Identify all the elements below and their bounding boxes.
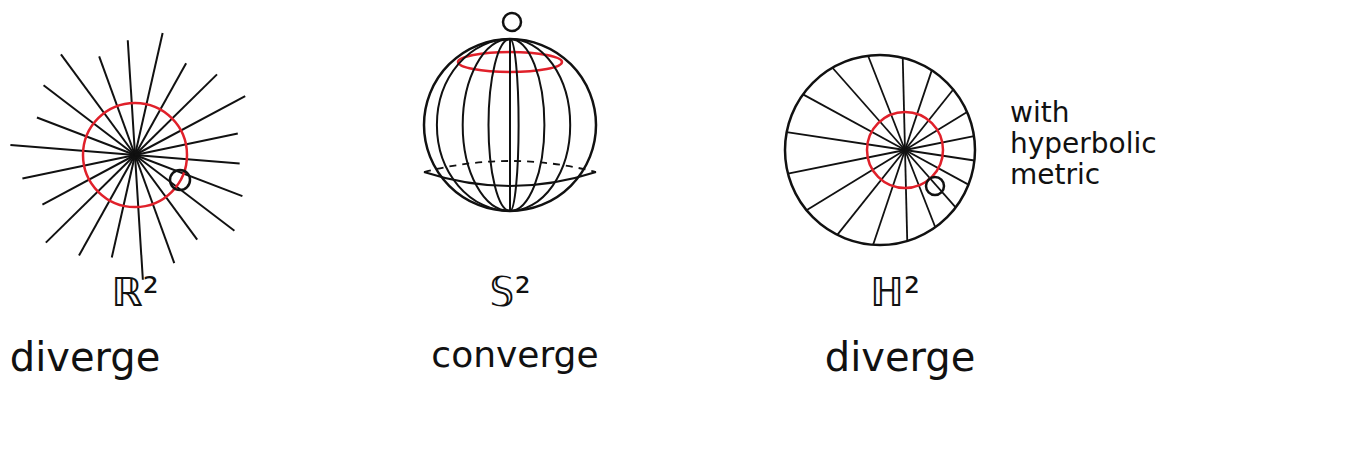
geodesic — [837, 150, 905, 235]
note: with hyperbolic metric — [1010, 98, 1210, 190]
meridian — [510, 39, 570, 211]
behaviour-label: diverge — [825, 335, 976, 379]
disk-outline — [785, 55, 975, 245]
meridian — [510, 39, 544, 211]
geodesic — [905, 150, 907, 241]
geodesic — [905, 70, 932, 150]
meridian — [510, 39, 519, 211]
red-circle — [83, 103, 187, 207]
geodesic — [873, 150, 905, 245]
geodesic — [905, 150, 956, 207]
space-name: ℍ² — [870, 270, 920, 314]
space-name: 𝕊² — [489, 270, 530, 314]
meridian — [509, 39, 511, 211]
behaviour-label: diverge — [10, 335, 161, 379]
meridian — [489, 39, 511, 211]
ray — [135, 74, 217, 155]
meridian — [463, 39, 510, 211]
ray — [46, 155, 135, 243]
ray — [135, 155, 143, 280]
geodesic — [903, 58, 905, 150]
sphere-outline — [424, 39, 596, 211]
geodesic — [905, 136, 974, 150]
ray — [135, 33, 163, 155]
geodesic — [788, 150, 905, 174]
geodesic — [803, 94, 905, 150]
point-marker — [503, 13, 521, 31]
plane-figure — [10, 33, 245, 280]
point-marker — [170, 170, 190, 190]
sphere-figure — [424, 13, 596, 211]
behaviour-label: converge — [431, 335, 598, 375]
disk-figure — [785, 55, 975, 245]
geodesic — [868, 56, 905, 150]
geodesic — [905, 150, 968, 185]
meridian — [437, 39, 510, 211]
ray — [10, 145, 135, 155]
space-name: ℝ² — [111, 270, 159, 314]
ray — [22, 155, 135, 178]
ray — [128, 40, 135, 155]
point-marker — [926, 177, 944, 195]
